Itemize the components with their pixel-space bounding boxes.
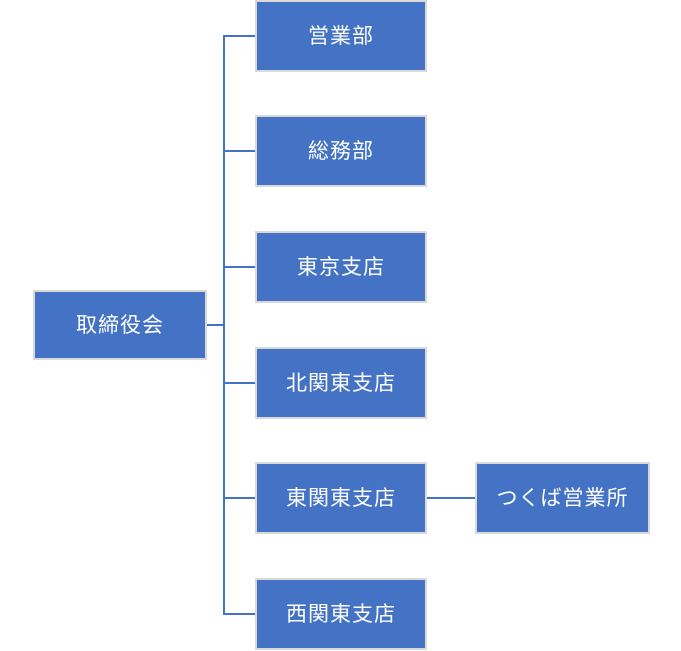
node-higashi-kanto-branch[interactable]: 東関東支店 (255, 462, 427, 534)
node-board-of-directors[interactable]: 取締役会 (33, 290, 207, 360)
node-tsukuba-sales-office[interactable]: つくば営業所 (475, 462, 650, 534)
node-tokyo-branch[interactable]: 東京支店 (255, 231, 427, 303)
node-kita-kanto-branch[interactable]: 北関東支店 (255, 347, 427, 419)
node-label: 東関東支店 (286, 486, 396, 510)
node-label: 営業部 (308, 24, 374, 48)
node-nishi-kanto-branch[interactable]: 西関東支店 (255, 578, 427, 650)
node-label: 総務部 (308, 139, 374, 163)
node-sales-dept[interactable]: 営業部 (255, 0, 427, 72)
node-general-affairs-dept[interactable]: 総務部 (255, 115, 427, 187)
node-label: つくば営業所 (496, 486, 629, 510)
node-label: 東京支店 (297, 255, 385, 279)
node-label: 取締役会 (76, 313, 164, 337)
node-label: 北関東支店 (286, 371, 396, 395)
node-label: 西関東支店 (286, 602, 396, 626)
